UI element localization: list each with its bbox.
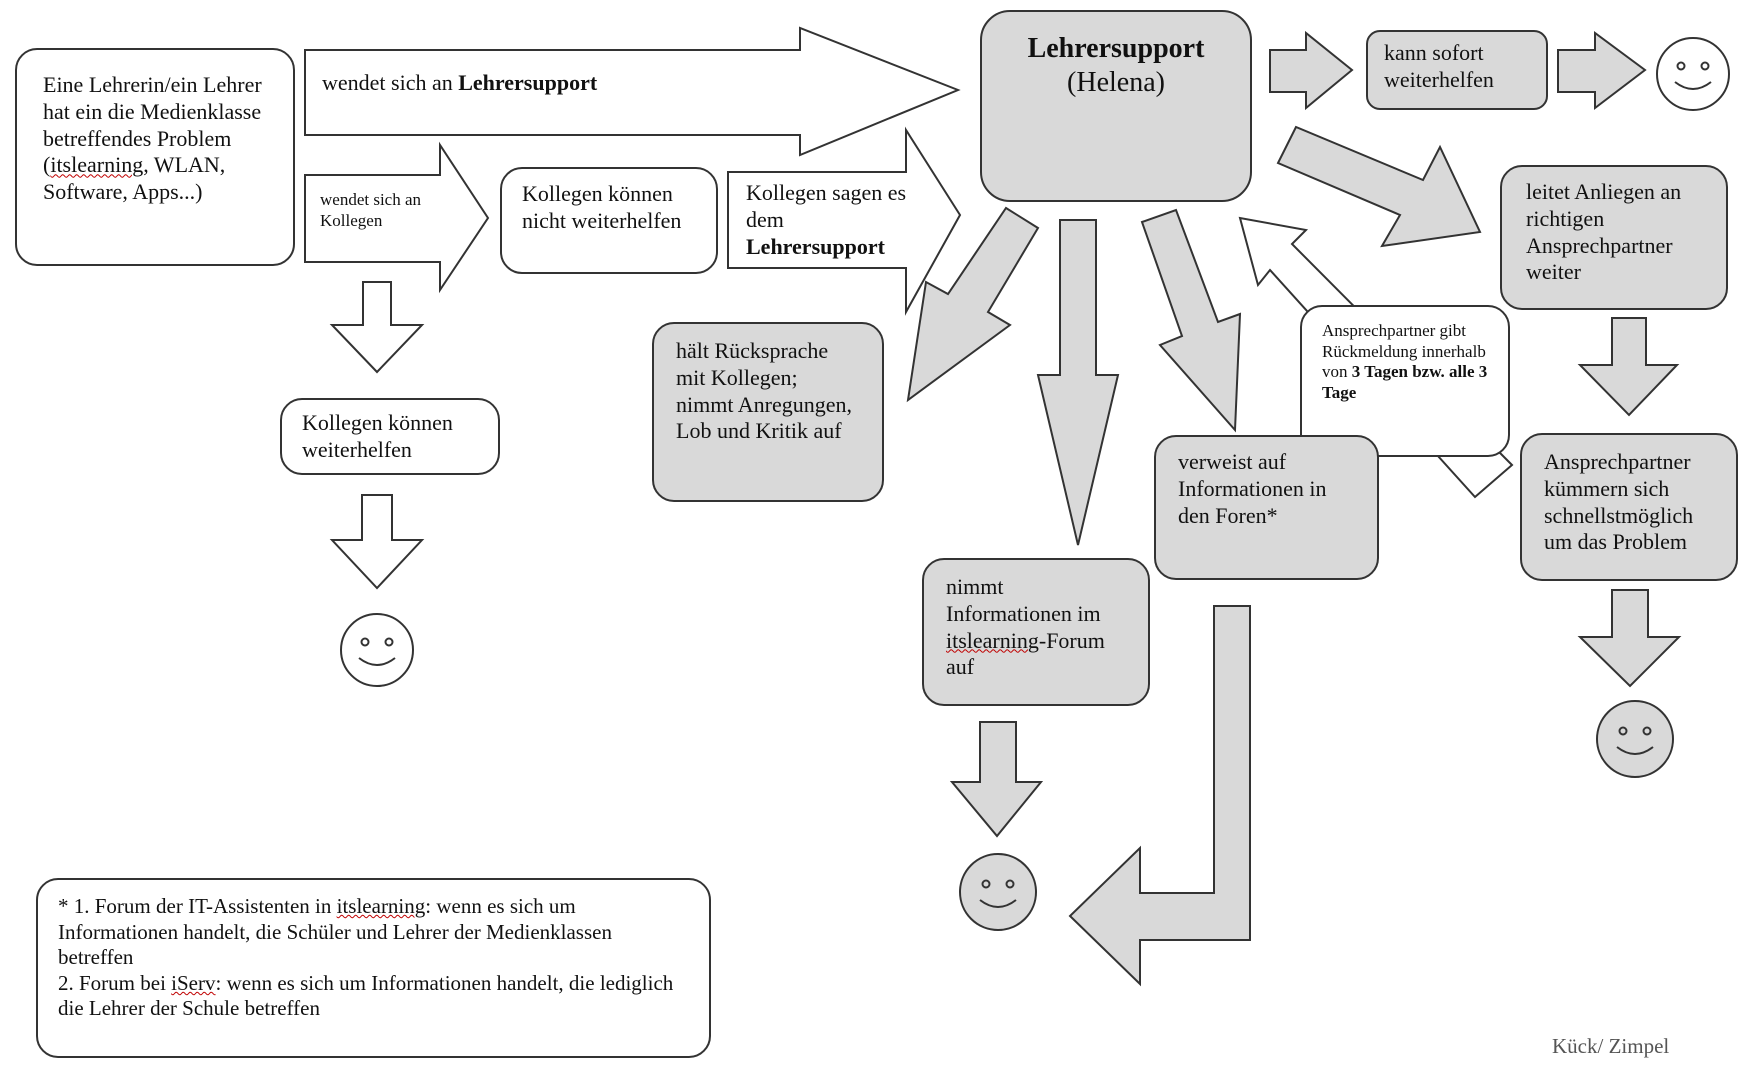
refers-box: verweist auf Informationen in den Foren*	[1154, 435, 1379, 580]
arrow-down-smiley-right	[1577, 589, 1682, 688]
arrow-down-colleagues-can	[329, 281, 425, 374]
footnote-box: * 1. Forum der IT-Assistenten in itslear…	[36, 878, 711, 1058]
arrow-to-consult	[906, 206, 1040, 403]
colleagues-tell-label: Kollegen sagen es dem Lehrersupport	[746, 180, 907, 259]
consult-box: hält Rücksprache mit Kollegen; nimmt Anr…	[652, 322, 884, 502]
feedback-box: Ansprechpartner gibt Rückmeldung innerha…	[1300, 305, 1510, 457]
arrow-refers-to-smiley	[1068, 605, 1251, 987]
arrow-down-to-contacts	[1577, 317, 1680, 417]
colleagues-cannot-box: Kollegen können nicht weiterhelfen	[500, 167, 718, 274]
lehrersupport-box: Lehrersupport (Helena)	[980, 10, 1252, 202]
smiley-left	[340, 613, 414, 687]
arrow-down-smiley-left	[329, 494, 425, 590]
takes-info-box: nimmt Informationen im itslearning-Forum…	[922, 558, 1150, 706]
credit-label: Kück/ Zimpel	[1552, 1034, 1670, 1058]
arrow-to-forward	[1276, 125, 1482, 248]
smiley-bottom	[959, 853, 1037, 931]
forward-box: leitet Anliegen an richtigen Ansprechpar…	[1500, 165, 1728, 310]
footnote-line-2: 2. Forum bei iServ: wenn es sich um Info…	[58, 970, 674, 1021]
arrow-colleagues-to-support	[727, 126, 962, 316]
smiley-top-right	[1656, 37, 1730, 111]
arrow-to-colleagues	[304, 141, 490, 294]
arrow-colleagues-label: wendet sich an Kollegen	[320, 190, 422, 230]
footnote-line-1: * 1. Forum der IT-Assistenten in itslear…	[58, 894, 612, 970]
lehrersupport-title: Lehrersupport	[1027, 33, 1205, 64]
arrow-support-label: wendet sich an Lehrersupport	[322, 70, 598, 95]
lehrersupport-name: (Helena)	[1067, 67, 1165, 99]
arrow-to-can-help	[1269, 30, 1354, 111]
arrow-to-smiley-top	[1557, 31, 1647, 111]
smiley-right	[1596, 700, 1674, 778]
can-help-box: kann sofort weiterhelfen	[1366, 30, 1548, 110]
arrow-down-smiley-bottom	[949, 721, 1044, 838]
arrow-to-lehrersupport	[304, 26, 961, 157]
contacts-care-box: Ansprechpartner kümmern sich schnellstmö…	[1520, 433, 1738, 581]
arrow-to-refers	[1140, 208, 1242, 433]
start-problem-box: Eine Lehrerin/ein Lehrer hat ein die Med…	[15, 48, 295, 266]
colleagues-can-box: Kollegen können weiterhelfen	[280, 398, 500, 475]
arrow-to-takes-info	[1036, 219, 1120, 546]
